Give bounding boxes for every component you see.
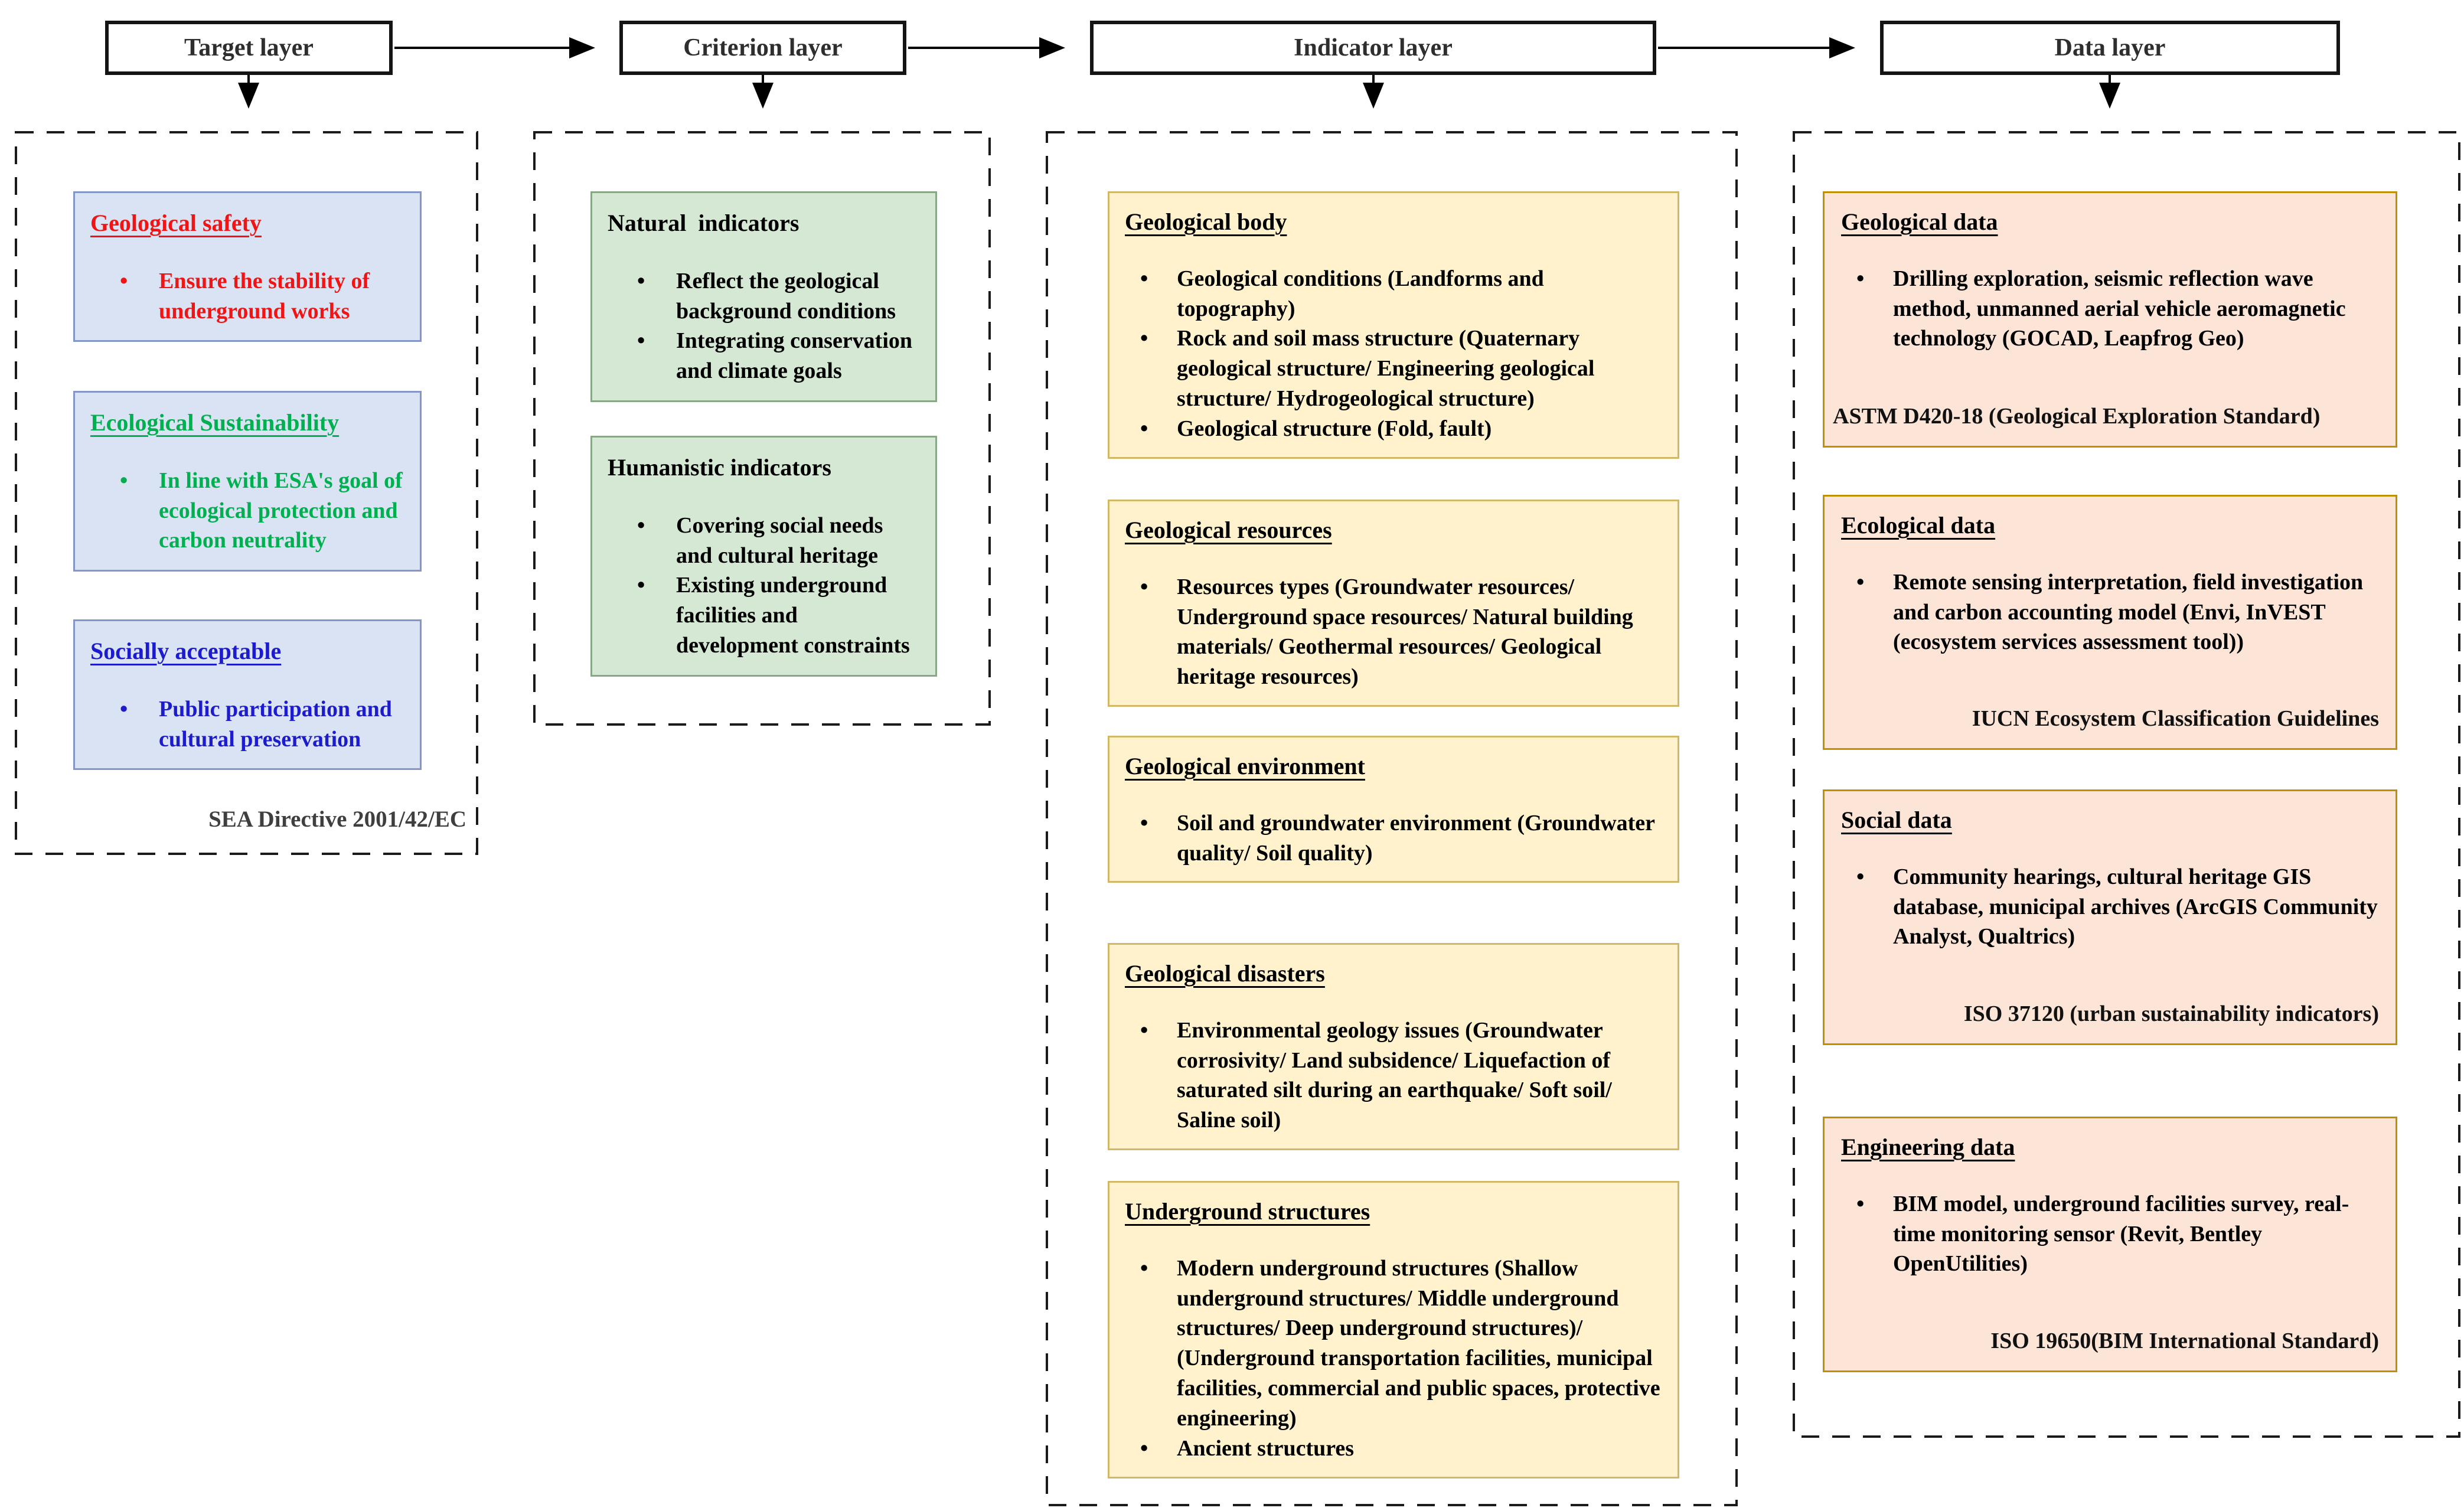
box-title: Underground structures (1125, 1198, 1370, 1225)
data-box-geological-data: Geological data Drilling exploration, se… (1823, 191, 2397, 448)
bullet-list: Remote sensing interpretation, field inv… (1841, 567, 2379, 658)
criterion-group-border (533, 131, 991, 726)
bullet-item: Modern underground structures (Shallow u… (1125, 1254, 1662, 1434)
bullet-list: BIM model, underground facilities survey… (1841, 1189, 2379, 1280)
box-title: Geological data (1841, 208, 1998, 235)
bullet-list: Geological conditions (Landforms and top… (1125, 264, 1662, 444)
criterion-box-natural-indicators: Natural indicators Reflect the geologica… (590, 191, 937, 403)
bullet-list: Modern underground structures (Shallow u… (1125, 1254, 1662, 1464)
bullet-list: Drilling exploration, seismic reflection… (1841, 264, 2379, 354)
criterion-box-humanistic-indicators: Humanistic indicators Covering social ne… (590, 436, 937, 677)
box-title: Engineering data (1841, 1134, 2015, 1160)
target-box-ecological-sustainability: Ecological Sustainability In line with E… (73, 391, 422, 572)
bullet-item: Geological structure (Fold, fault) (1125, 414, 1662, 444)
target-box-socially-acceptable: Socially acceptable Public participation… (73, 619, 422, 771)
indicator-box-geological-resources: Geological resources Resources types (Gr… (1108, 500, 1679, 707)
bullet-item: BIM model, underground facilities survey… (1841, 1189, 2379, 1280)
standard-label: ISO 37120 (urban sustainability indicato… (1963, 1001, 2379, 1027)
bullet-list: In line with ESA's goal of ecological pr… (90, 466, 404, 556)
bullet-item: Soil and groundwater environment (Ground… (1125, 808, 1662, 869)
bullet-item: Drilling exploration, seismic reflection… (1841, 264, 2379, 354)
bullet-list: Resources types (Groundwater resources/ … (1125, 572, 1662, 693)
criterion-layer-header-label: Criterion layer (683, 34, 843, 61)
bullet-list: Ensure the stability of underground work… (90, 266, 404, 327)
bullet-item: Remote sensing interpretation, field inv… (1841, 567, 2379, 658)
box-title: Humanistic indicators (608, 454, 831, 481)
box-title: Geological safety (90, 210, 262, 236)
bullet-list: Community hearings, cultural heritage GI… (1841, 862, 2379, 952)
bullet-item: Integrating conservation and climate goa… (608, 326, 920, 386)
indicator-box-geological-environment: Geological environment Soil and groundwa… (1108, 736, 1679, 883)
data-box-ecological-data: Ecological data Remote sensing interpret… (1823, 495, 2397, 750)
bullet-item: Resources types (Groundwater resources/ … (1125, 572, 1662, 693)
standard-label: ISO 19650(BIM International Standard) (1990, 1329, 2379, 1354)
bullet-list: Covering social needs and cultural herit… (608, 511, 920, 661)
target-layer-header: Target layer (105, 21, 393, 75)
bullet-item: Geological conditions (Landforms and top… (1125, 264, 1662, 324)
bullet-list: Reflect the geological background condit… (608, 266, 920, 387)
box-title: Ecological Sustainability (90, 409, 340, 436)
data-group-border (1793, 131, 2460, 1438)
bullet-item: Public participation and cultural preser… (90, 694, 404, 755)
bullet-list: Environmental geology issues (Groundwate… (1125, 1016, 1662, 1136)
box-title: Ecological data (1841, 512, 1996, 539)
indicator-group-border (1046, 131, 1738, 1506)
bullet-item: Ancient structures (1125, 1434, 1662, 1464)
criterion-layer-group: Natural indicators Reflect the geologica… (534, 132, 990, 725)
bullet-item: Community hearings, cultural heritage GI… (1841, 862, 2379, 952)
box-title: Geological environment (1125, 753, 1365, 779)
target-layer-header-label: Target layer (184, 34, 314, 61)
data-layer-header: Data layer (1880, 21, 2340, 75)
box-title: Natural indicators (608, 210, 799, 236)
indicator-box-geological-body: Geological body Geological conditions (L… (1108, 191, 1679, 459)
bullet-item: Reflect the geological background condit… (608, 266, 920, 327)
standard-label: IUCN Ecosystem Classification Guidelines (1972, 706, 2379, 732)
box-title: Geological disasters (1125, 960, 1325, 987)
box-title: Socially acceptable (90, 638, 282, 664)
target-group-border (15, 131, 478, 855)
bullet-item: In line with ESA's goal of ecological pr… (90, 466, 404, 556)
target-box-geological-safety: Geological safety Ensure the stability o… (73, 191, 422, 342)
standard-label: ASTM D420-18 (Geological Exploration Sta… (1833, 404, 2321, 429)
bullet-item: Covering social needs and cultural herit… (608, 511, 920, 571)
data-layer-group: Geological data Drilling exploration, se… (1794, 132, 2459, 1437)
indicator-layer-group: Geological body Geological conditions (L… (1047, 132, 1737, 1505)
indicator-box-geological-disasters: Geological disasters Environmental geolo… (1108, 943, 1679, 1151)
box-title: Social data (1841, 807, 1952, 833)
indicator-layer-header-label: Indicator layer (1294, 34, 1453, 61)
data-layer-header-label: Data layer (2054, 34, 2166, 61)
data-box-engineering-data: Engineering data BIM model, underground … (1823, 1117, 2397, 1372)
bullet-item: Existing underground facilities and deve… (608, 570, 920, 661)
data-box-social-data: Social data Community hearings, cultural… (1823, 789, 2397, 1045)
indicator-box-underground-structures: Underground structures Modern undergroun… (1108, 1181, 1679, 1479)
indicator-layer-header: Indicator layer (1090, 21, 1656, 75)
target-layer-group: Geological safety Ensure the stability o… (16, 132, 477, 854)
box-title: Geological resources (1125, 517, 1332, 543)
bullet-item: Rock and soil mass structure (Quaternary… (1125, 324, 1662, 414)
bullet-list: Public participation and cultural preser… (90, 694, 404, 755)
sea-directive-footnote: SEA Directive 2001/42/EC (208, 807, 466, 832)
box-title: Geological body (1125, 208, 1287, 235)
criterion-layer-header: Criterion layer (619, 21, 906, 75)
bullet-item: Environmental geology issues (Groundwate… (1125, 1016, 1662, 1136)
bullet-list: Soil and groundwater environment (Ground… (1125, 808, 1662, 869)
bullet-item: Ensure the stability of underground work… (90, 266, 404, 327)
